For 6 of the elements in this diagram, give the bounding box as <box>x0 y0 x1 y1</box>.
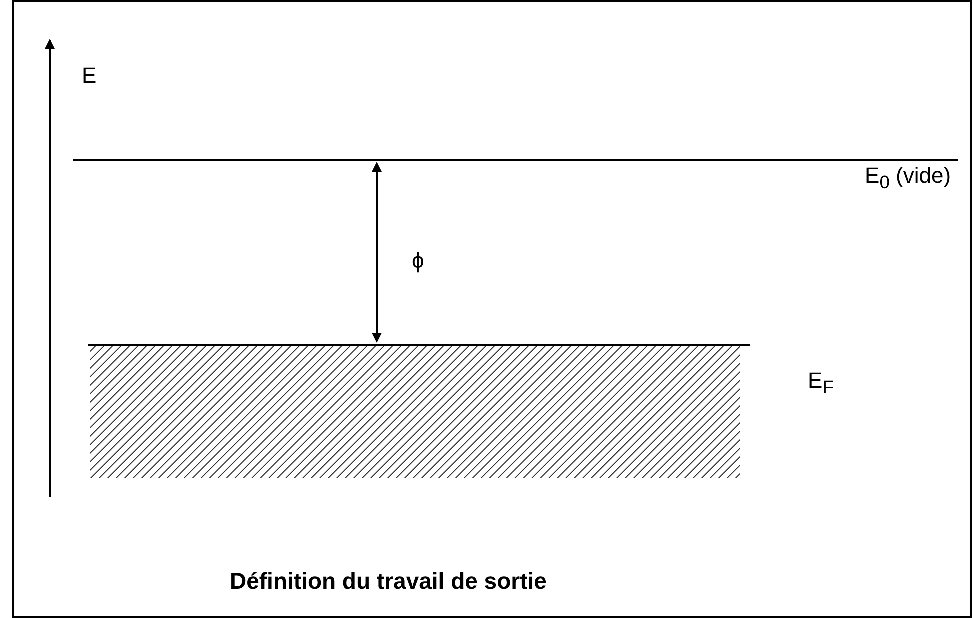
level-label: E$_{0}$ (vide) <box>865 165 952 192</box>
symbol-label: ϕ <box>412 250 424 272</box>
hatched-band <box>90 346 740 478</box>
axis-label: E <box>82 65 97 87</box>
level-label: E$_{F}$ <box>808 370 834 397</box>
caption: Définition du travail de sortie <box>230 570 547 593</box>
